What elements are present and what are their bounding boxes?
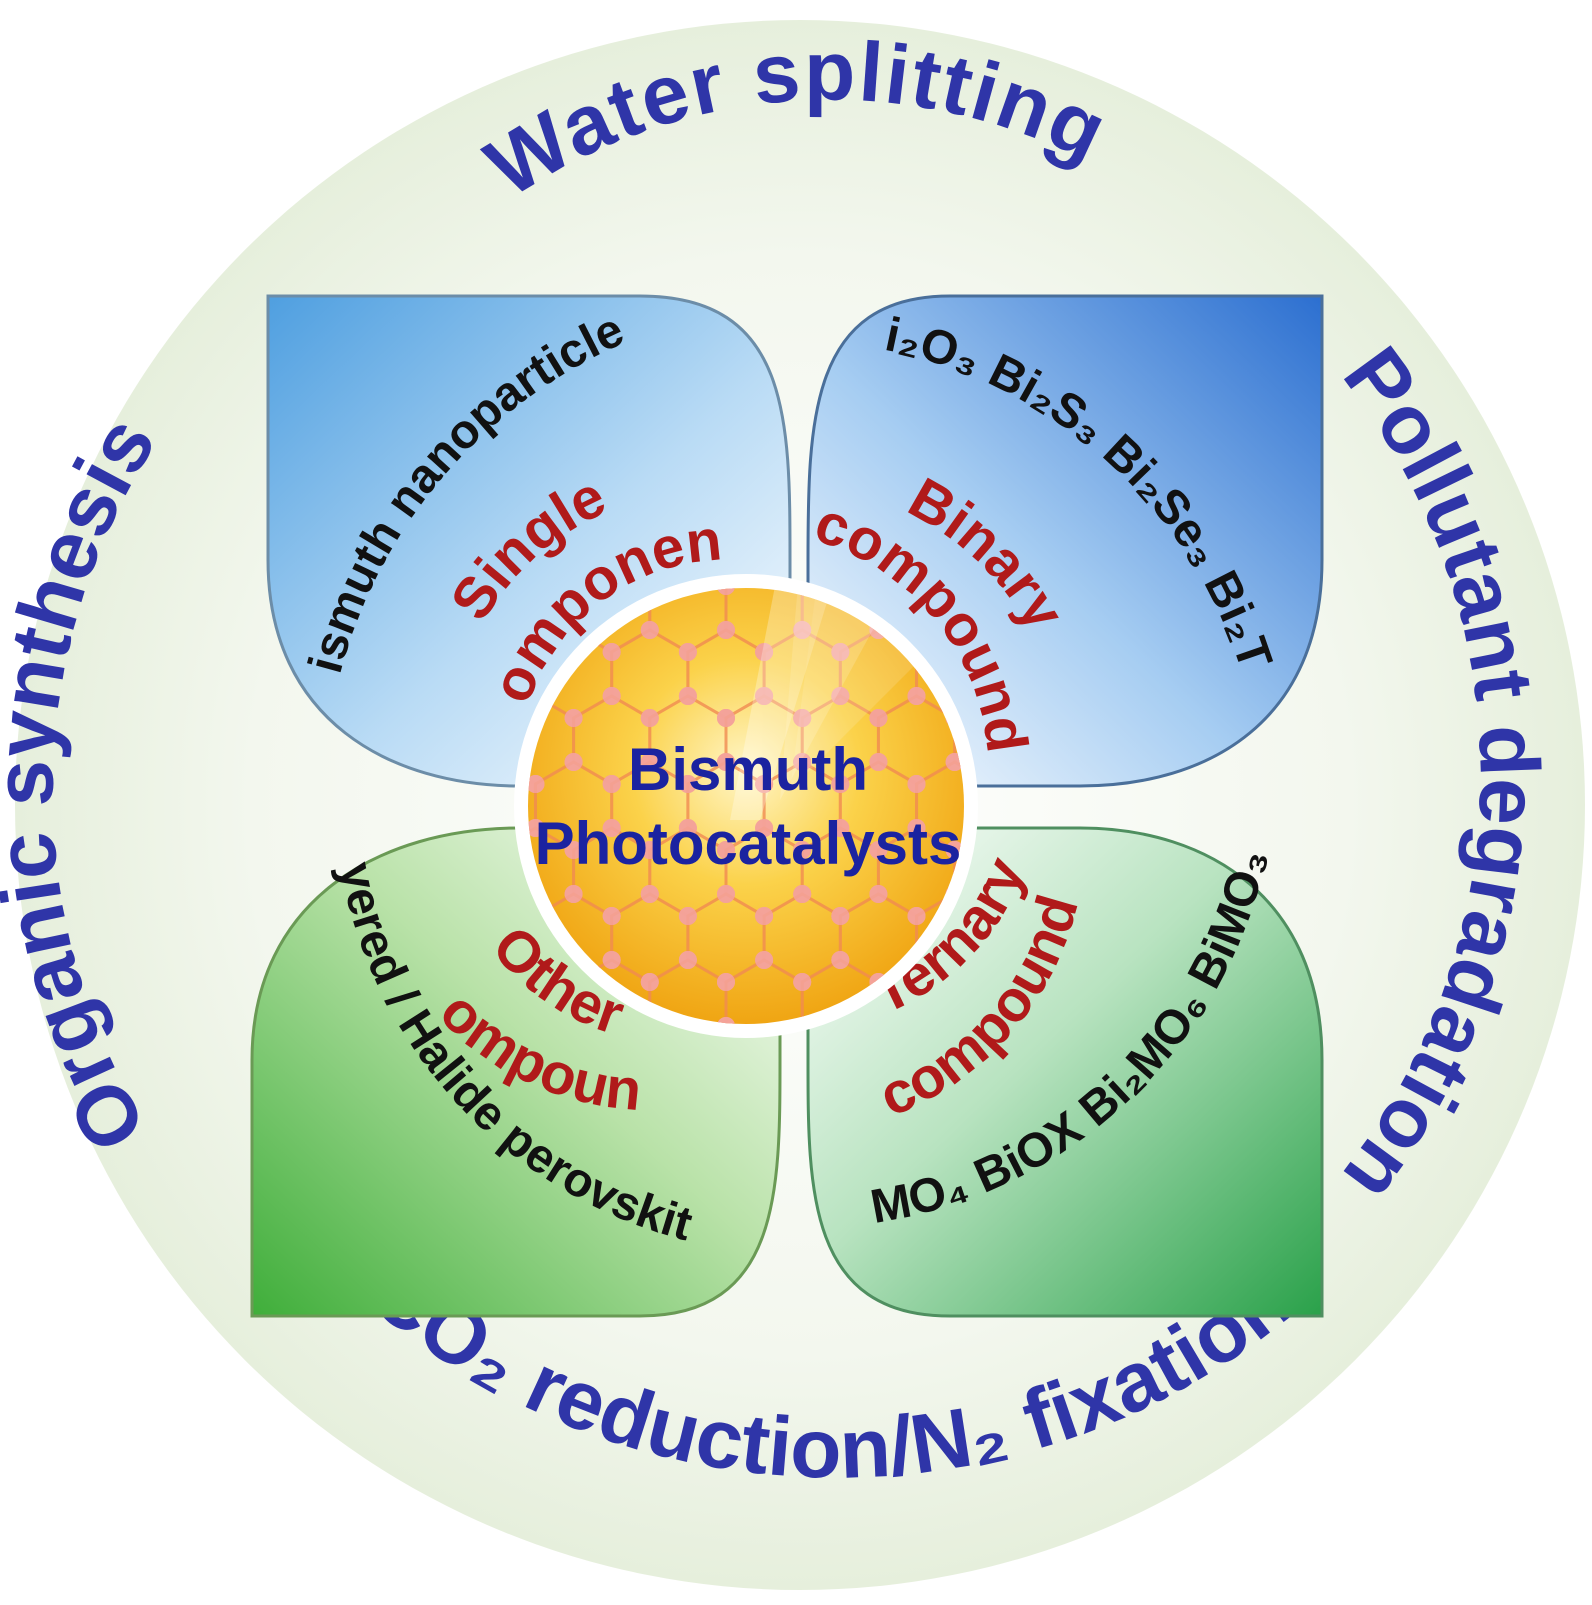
lattice-atom xyxy=(755,819,774,837)
lattice-atom xyxy=(831,951,850,969)
center-title-line2: Photocatalysts xyxy=(535,810,962,877)
lattice-atom xyxy=(755,775,774,793)
lattice-atom xyxy=(717,841,735,859)
lattice-atom xyxy=(602,775,621,793)
lattice-atom xyxy=(717,709,735,727)
lattice-atom xyxy=(793,709,812,727)
lattice-atom xyxy=(717,973,735,991)
lattice-atom xyxy=(602,643,621,661)
lattice-atom xyxy=(528,819,545,837)
lattice-atom xyxy=(831,643,850,661)
lattice-atom xyxy=(564,841,583,859)
lattice-atom xyxy=(869,885,888,903)
lattice-atom xyxy=(793,753,812,771)
lattice-atom xyxy=(640,841,659,859)
lattice-atom xyxy=(717,753,735,771)
lattice-atom xyxy=(755,907,774,925)
lattice-atom xyxy=(640,621,659,639)
lattice-atom xyxy=(640,753,659,771)
lattice-atom xyxy=(602,951,621,969)
lattice-atom xyxy=(831,775,850,793)
lattice-atom xyxy=(678,775,697,793)
lattice-atom xyxy=(793,841,812,859)
lattice-atom xyxy=(755,951,774,969)
lattice-atom xyxy=(564,885,583,903)
lattice-atom xyxy=(793,973,812,991)
lattice-atom xyxy=(831,687,850,705)
center-title-line1: Bismuth xyxy=(628,736,868,803)
lattice-atom xyxy=(869,709,888,727)
lattice-atom xyxy=(678,907,697,925)
lattice-atom xyxy=(907,819,926,837)
lattice-atom xyxy=(602,907,621,925)
lattice-atom xyxy=(678,643,697,661)
lattice-atom xyxy=(678,951,697,969)
lattice-atom xyxy=(831,819,850,837)
lattice-atom xyxy=(793,885,812,903)
lattice-atom xyxy=(717,1017,735,1024)
lattice-atom xyxy=(640,709,659,727)
lattice-atom xyxy=(907,907,926,925)
lattice-atom xyxy=(640,973,659,991)
lattice-atom xyxy=(755,687,774,705)
lattice-atom xyxy=(907,687,926,705)
lattice-atom xyxy=(602,687,621,705)
lattice-atom xyxy=(869,841,888,859)
lattice-atom xyxy=(717,885,735,903)
center-sphere xyxy=(528,588,964,1024)
lattice-atom xyxy=(755,643,774,661)
lattice-atom xyxy=(640,885,659,903)
lattice-atom xyxy=(678,687,697,705)
lattice-atom xyxy=(793,621,812,639)
lattice-atom xyxy=(717,588,735,595)
lattice-atom xyxy=(564,709,583,727)
lattice-atom xyxy=(564,753,583,771)
lattice-atom xyxy=(907,775,926,793)
lattice-atom xyxy=(869,753,888,771)
lattice-atom xyxy=(831,907,850,925)
lattice-atom xyxy=(528,775,545,793)
lattice-atom xyxy=(602,819,621,837)
lattice-atom xyxy=(678,819,697,837)
lattice-atom xyxy=(717,621,735,639)
